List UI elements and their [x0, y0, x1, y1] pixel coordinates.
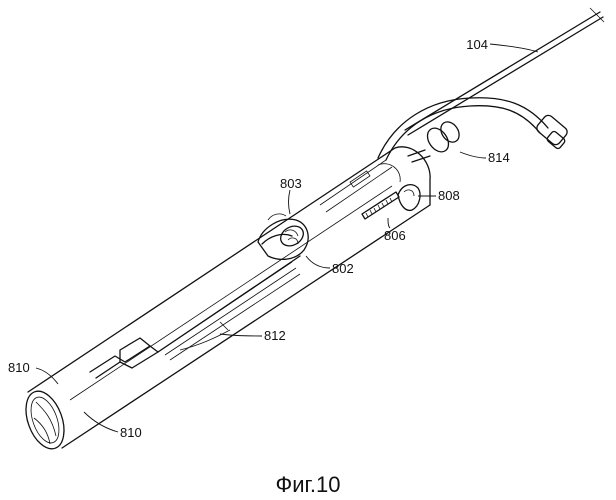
label-802: 802	[332, 261, 354, 276]
main-housing	[28, 147, 430, 448]
housing-slot	[320, 160, 392, 212]
latch-808	[398, 185, 420, 211]
label-808: 808	[438, 188, 460, 203]
label-104: 104	[466, 37, 488, 52]
guide-wire	[405, 8, 604, 135]
label-814: 814	[488, 150, 510, 165]
sheath-opening	[19, 386, 71, 454]
label-812: 812	[264, 328, 286, 343]
serrated-rack	[362, 192, 399, 219]
label-810-bottom: 810	[120, 425, 142, 440]
label-810-top: 810	[8, 360, 30, 375]
connector-814	[408, 118, 463, 162]
label-803: 803	[280, 176, 302, 191]
label-806: 806	[384, 228, 406, 243]
figure-caption: Фиг.10	[276, 472, 341, 497]
thumb-knob	[258, 214, 308, 259]
